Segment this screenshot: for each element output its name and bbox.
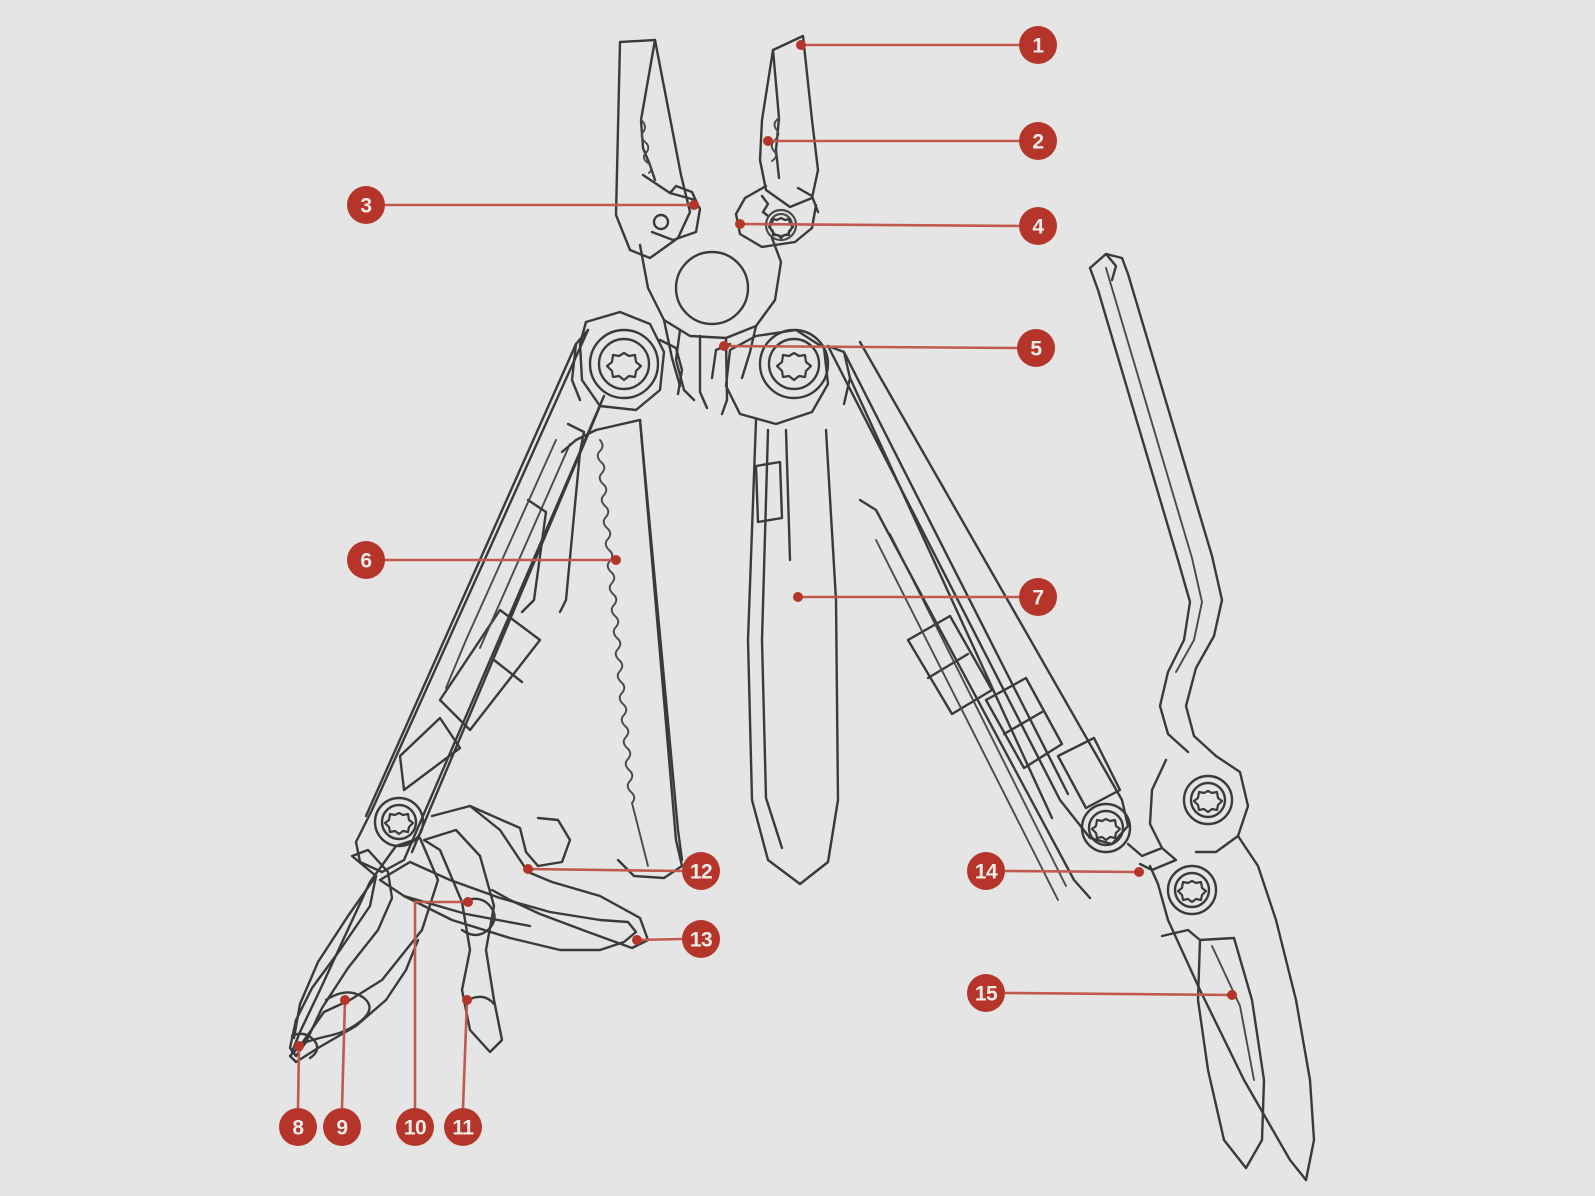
callout-6[interactable]: 6 — [347, 541, 621, 579]
callout-anchor-dot-6 — [611, 555, 621, 565]
callout-2[interactable]: 2 — [763, 122, 1057, 160]
callout-anchor-dot-3 — [689, 200, 699, 210]
right-pivot-assembly — [710, 328, 852, 426]
callout-anchor-dot-8 — [294, 1041, 304, 1051]
callout-number-14: 14 — [975, 861, 998, 884]
callout-anchor-dot-10 — [463, 897, 473, 907]
callout-13[interactable]: 13 — [632, 920, 720, 958]
callout-marker-9[interactable] — [323, 1108, 361, 1146]
awl-tool — [288, 848, 394, 1058]
callout-anchor-dot-5 — [719, 341, 729, 351]
callout-anchor-dot-11 — [462, 995, 472, 1005]
can-opener-tool — [422, 828, 504, 1054]
callout-anchor-dot-7 — [793, 592, 803, 602]
callout-number-11: 11 — [452, 1117, 474, 1140]
callout-7[interactable]: 7 — [793, 578, 1057, 616]
pliers-center-body — [638, 236, 783, 416]
callout-number-13: 13 — [690, 929, 712, 952]
callout-number-5: 5 — [1030, 338, 1042, 361]
callout-anchor-dot-15 — [1227, 990, 1237, 1000]
callout-anchor-dot-4 — [735, 219, 745, 229]
left-pivot-assembly — [570, 310, 684, 412]
callout-number-8: 8 — [292, 1117, 304, 1140]
callout-9[interactable]: 9 — [323, 995, 361, 1146]
callout-leader-line-12 — [527, 867, 683, 873]
callout-leader-line-4 — [739, 222, 1020, 228]
callout-leader-line-15 — [1004, 991, 1233, 997]
callout-12[interactable]: 12 — [523, 852, 720, 890]
callout-leader-line-13 — [636, 937, 683, 942]
callout-anchor-dot-9 — [340, 995, 350, 1005]
callout-marker-11[interactable] — [444, 1108, 482, 1146]
callout-marker-8[interactable] — [279, 1108, 317, 1146]
saw-blade — [560, 418, 684, 880]
callout-number-12: 12 — [690, 861, 712, 884]
callout-marker-13[interactable] — [682, 920, 720, 958]
callout-leader-line-11 — [461, 999, 469, 1109]
callout-anchor-dot-2 — [763, 136, 773, 146]
callout-leader-line-8 — [296, 1045, 301, 1109]
callout-number-4: 4 — [1032, 216, 1044, 239]
callout-anchor-dot-12 — [523, 864, 533, 874]
callout-number-10: 10 — [404, 1117, 426, 1140]
callout-number-9: 9 — [336, 1117, 347, 1140]
callout-marker-2[interactable] — [1019, 122, 1057, 160]
pliers-right-jaw — [734, 34, 820, 249]
callout-leader-line-14 — [1004, 869, 1140, 874]
callout-anchor-dot-13 — [632, 935, 642, 945]
callout-marker-12[interactable] — [682, 852, 720, 890]
callout-anchor-dot-14 — [1134, 867, 1144, 877]
callout-marker-4[interactable] — [1019, 207, 1057, 245]
callout-14[interactable]: 14 — [967, 852, 1144, 890]
callout-marker-15[interactable] — [967, 974, 1005, 1012]
pliers-left-jaw — [614, 38, 702, 260]
right-handle — [826, 340, 1132, 901]
callout-number-3: 3 — [360, 195, 371, 218]
callout-number-15: 15 — [975, 983, 998, 1006]
callout-10[interactable]: 10 — [396, 897, 473, 1146]
scissors-tool — [1088, 252, 1316, 1182]
callout-marker-1[interactable] — [1019, 26, 1057, 64]
callout-marker-10[interactable] — [396, 1108, 434, 1146]
callout-marker-6[interactable] — [347, 541, 385, 579]
callout-marker-3[interactable] — [347, 186, 385, 224]
callout-number-6: 6 — [360, 550, 371, 573]
callout-marker-5[interactable] — [1017, 329, 1055, 367]
callout-4[interactable]: 4 — [735, 207, 1057, 245]
callout-marker-7[interactable] — [1019, 578, 1057, 616]
callout-leader-line-5 — [723, 344, 1018, 350]
callout-5[interactable]: 5 — [719, 329, 1055, 367]
callout-marker-14[interactable] — [967, 852, 1005, 890]
callout-anchor-dot-1 — [796, 40, 806, 50]
callout-number-7: 7 — [1032, 587, 1043, 610]
callout-1[interactable]: 1 — [796, 26, 1057, 64]
left-handle — [354, 328, 606, 874]
callout-15[interactable]: 15 — [967, 974, 1237, 1012]
pry-bar-tool — [430, 804, 650, 950]
callout-number-1: 1 — [1032, 35, 1044, 58]
callout-leader-line-10 — [413, 900, 468, 1108]
callout-number-2: 2 — [1032, 131, 1043, 154]
file-tool — [378, 860, 638, 952]
callout-11[interactable]: 11 — [444, 995, 482, 1146]
callout-leader-line-9 — [340, 999, 347, 1109]
callout-8[interactable]: 8 — [279, 1041, 317, 1146]
callout-3[interactable]: 3 — [347, 186, 699, 224]
knife-blade — [746, 418, 840, 886]
